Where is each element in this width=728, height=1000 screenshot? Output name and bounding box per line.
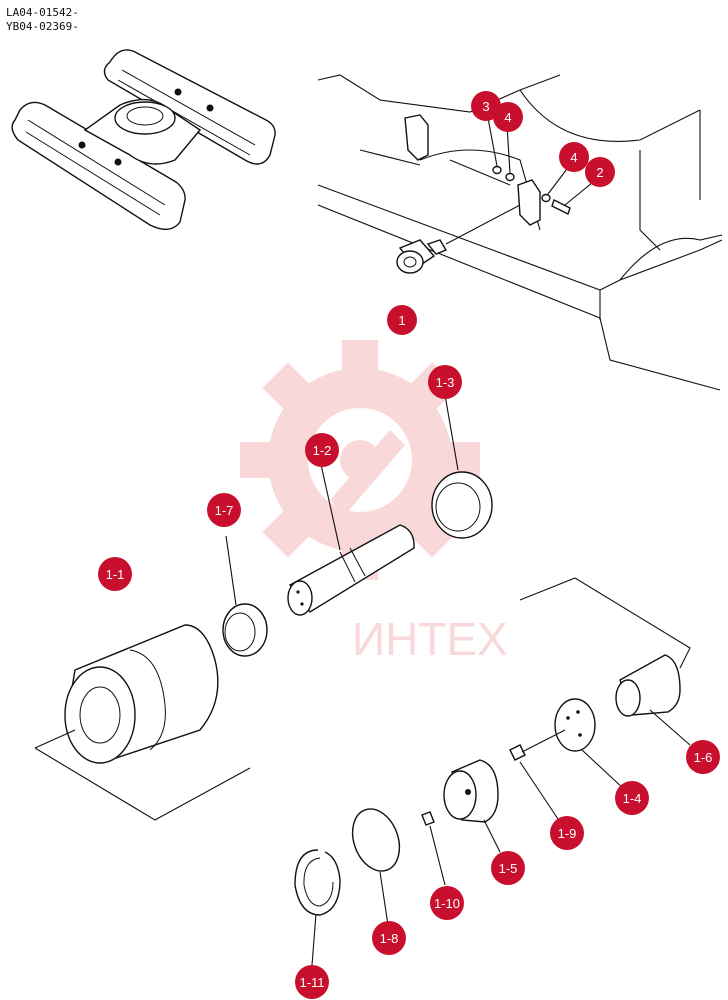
carrier-roller-assembly [396, 204, 521, 274]
roller-body [34, 624, 251, 821]
part-code-2: YB04-02369- [6, 20, 79, 33]
callout-1-4: 1-4 [615, 781, 649, 815]
callout-1-3: 1-3 [428, 365, 462, 399]
callout-1: 1 [387, 305, 417, 335]
svg-text:1-7: 1-7 [215, 503, 234, 518]
end-cap [443, 759, 501, 853]
track-frame [317, 74, 723, 391]
svg-text:1-3: 1-3 [436, 375, 455, 390]
svg-text:3: 3 [482, 99, 489, 114]
callout-4a: 4 [493, 102, 523, 132]
bearing-ring [431, 394, 493, 539]
svg-text:1-5: 1-5 [499, 861, 518, 876]
callout-1-5: 1-5 [491, 851, 525, 885]
snap-ring [294, 849, 341, 966]
callout-1-10: 1-10 [430, 886, 464, 920]
svg-text:1-2: 1-2 [313, 443, 332, 458]
plug-screw [421, 811, 446, 886]
svg-text:1-1: 1-1 [106, 567, 125, 582]
shaft [287, 459, 415, 616]
bolt [509, 729, 566, 823]
callout-1-7: 1-7 [207, 493, 241, 527]
callout-1-2: 1-2 [305, 433, 339, 467]
svg-text:1-6: 1-6 [694, 750, 713, 765]
callout-2: 2 [585, 157, 615, 187]
callout-1-9: 1-9 [550, 816, 584, 850]
seal [222, 535, 268, 657]
svg-text:1-11: 1-11 [299, 975, 324, 990]
svg-text:4: 4 [504, 110, 511, 125]
undercarriage-overview [11, 49, 276, 230]
callout-4b: 4 [559, 142, 589, 172]
svg-text:1-8: 1-8 [380, 931, 399, 946]
callout-1-11: 1-11 [295, 965, 329, 999]
watermark-logo: ИНТЕХ [240, 340, 508, 665]
o-ring [351, 808, 401, 926]
svg-text:4: 4 [570, 150, 577, 165]
svg-text:2: 2 [596, 165, 603, 180]
svg-text:1-10: 1-10 [434, 896, 460, 911]
watermark-text: ИНТЕХ [352, 613, 508, 665]
svg-text:1-4: 1-4 [623, 791, 642, 806]
part-code-1: LA04-01542- [6, 6, 79, 19]
bushing [519, 577, 691, 746]
callout-1-1: 1-1 [98, 557, 132, 591]
svg-text:1-9: 1-9 [558, 826, 577, 841]
part-codes: LA04-01542- YB04-02369- [6, 6, 79, 34]
svg-text:1: 1 [398, 313, 405, 328]
cover-plate [554, 698, 626, 791]
callout-1-6: 1-6 [686, 740, 720, 774]
callout-1-8: 1-8 [372, 921, 406, 955]
